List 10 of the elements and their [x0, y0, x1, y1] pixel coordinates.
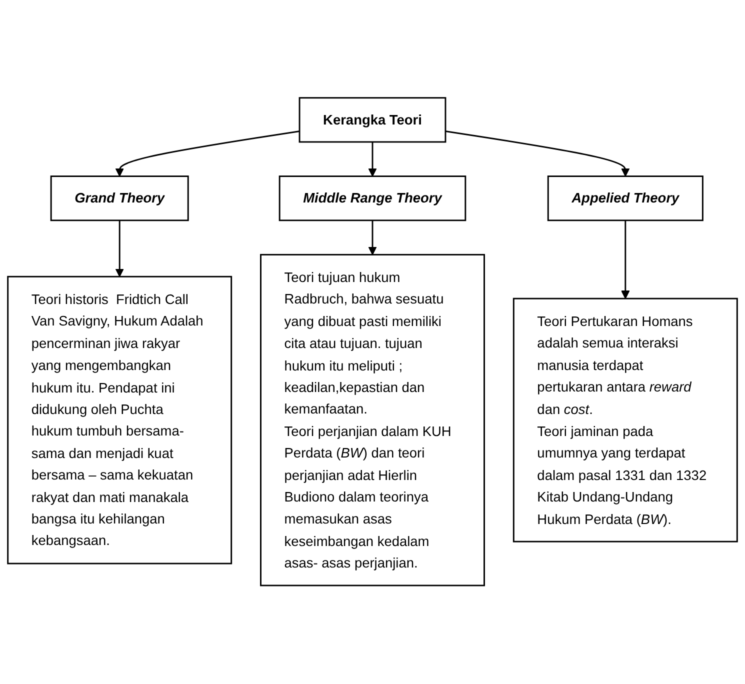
arrow: [115, 220, 124, 278]
arrow: [368, 220, 377, 256]
arrow: [368, 142, 377, 177]
arrow: [115, 130, 300, 177]
node-box: Teori historis Fridtich Call Van Savigny, Hukum Adalah pencerminan jiwa rakyar yang mengembangkan hukum itu. Pendapat ini didukung oleh Puchta hukum tumbuh bersama-sama dan menjadi kuat bersama – sama kekuatan rakyat dan mati manakala bangsa itu kehilangan kebangsaan.: [7, 276, 232, 565]
arrow: [445, 130, 630, 177]
node-box: Kerangka Teori: [298, 97, 446, 144]
node-box: Teori tujuan hukum Radbruch, bahwa sesuatu yang dibuat pasti memiliki cita atau tujuan. tujuan hukum itu meliputi ; keadilan,kepastian dan kemanfaatan. Teori perjanjian dalam KUH Perdata (BW) dan teori perjanjian adat Hierlin Budiono dalam teorinya memasukan asas keseimbangan kedalam asas- asas perjanjian.: [260, 254, 485, 587]
node-box: Teori Pertukaran Homans adalah semua interaksi manusia terdapat pertukaran antara reward dan cost. Teori jaminan pada umumnya yang terdapat dalam pasal 1331 dan 1332 Kitab Undang-Undang Hukum Perdata (BW).: [512, 298, 738, 543]
arrow: [621, 220, 630, 300]
